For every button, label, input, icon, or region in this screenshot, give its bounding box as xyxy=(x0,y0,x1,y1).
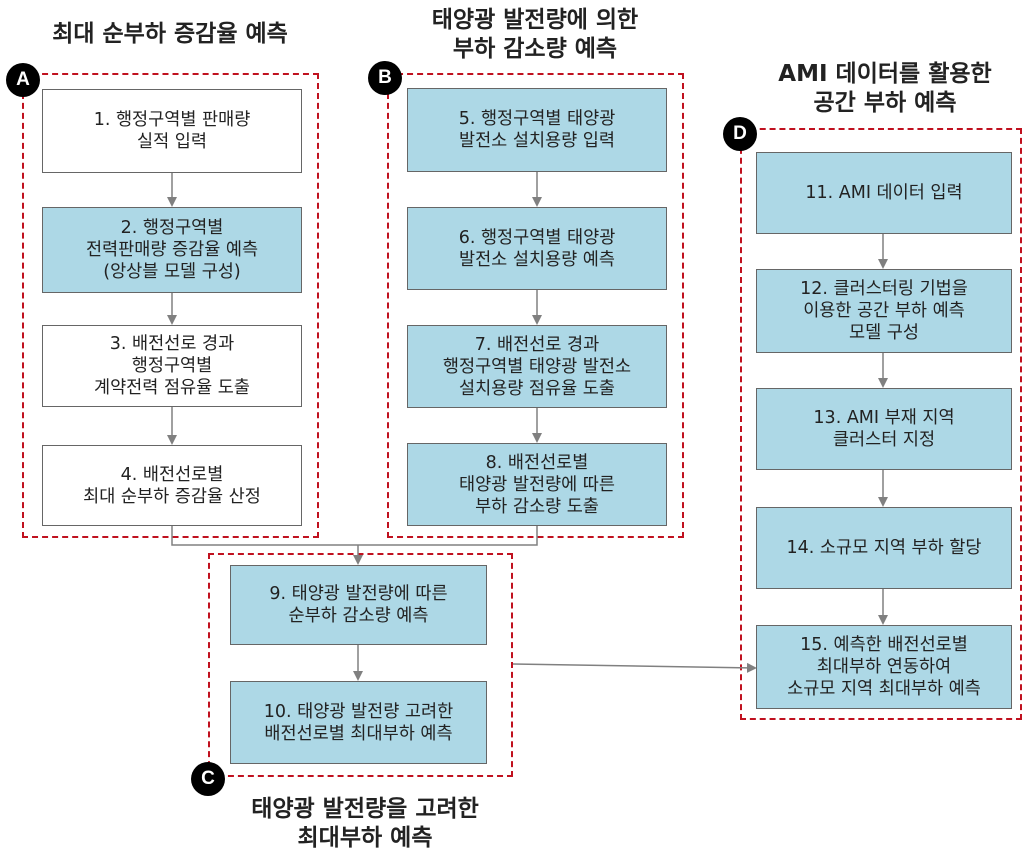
group-a-frame xyxy=(22,73,319,538)
section-c-title: 태양광 발전량을 고려한 최대부하 예측 xyxy=(251,796,479,851)
step-2-box: 2. 행정구역별 전력판매량 증감율 예측 (앙상블 모델 구성) xyxy=(42,207,302,293)
step-5-box: 5. 행정구역별 태양광 발전소 설치용량 입력 xyxy=(407,88,667,172)
step-7-box: 7. 배전선로 경과 행정구역별 태양광 발전소 설치용량 점유율 도출 xyxy=(407,325,667,408)
step-11-box: 11. AMI 데이터 입력 xyxy=(756,152,1012,234)
step-14-box: 14. 소규모 지역 부하 할당 xyxy=(756,507,1012,589)
badge-b: B xyxy=(368,61,402,95)
group-c-frame xyxy=(208,553,513,777)
step-13-box: 13. AMI 부재 지역 클러스터 지정 xyxy=(756,388,1012,470)
section-d-title: AMI 데이터를 활용한 공간 부하 예측 xyxy=(778,61,992,116)
step-12-box: 12. 클러스터링 기법을 이용한 공간 부하 예측 모델 구성 xyxy=(756,269,1012,353)
step-4-box: 4. 배전선로별 최대 순부하 증감율 산정 xyxy=(42,445,302,526)
group-b-frame xyxy=(387,73,684,538)
step-9-box: 9. 태양광 발전량에 따른 순부하 감소량 예측 xyxy=(230,565,487,645)
section-a-title: 최대 순부하 증감율 예측 xyxy=(52,21,288,47)
step-6-box: 6. 행정구역별 태양광 발전소 설치용량 예측 xyxy=(407,207,667,290)
badge-a: A xyxy=(6,63,40,97)
arrow-c-to-15 xyxy=(512,662,757,673)
step-1-box: 1. 행정구역별 판매량 실적 입력 xyxy=(42,89,302,173)
merge-8-to-9 xyxy=(358,526,538,546)
group-d-frame xyxy=(740,128,1022,720)
step-3-box: 3. 배전선로 경과 행정구역별 계약전력 점유율 도출 xyxy=(42,325,302,407)
badge-d: D xyxy=(723,117,757,151)
section-b-title: 태양광 발전량에 의한 부하 감소량 예측 xyxy=(431,7,639,62)
merge-4-to-9 xyxy=(171,526,358,546)
badge-c: C xyxy=(191,762,225,796)
step-8-box: 8. 배전선로별 태양광 발전량에 따른 부하 감소량 도출 xyxy=(407,443,667,526)
step-15-box: 15. 예측한 배전선로별 최대부하 연동하여 소규모 지역 최대부하 예측 xyxy=(756,625,1012,709)
step-10-box: 10. 태양광 발전량 고려한 배전선로별 최대부하 예측 xyxy=(230,681,487,764)
